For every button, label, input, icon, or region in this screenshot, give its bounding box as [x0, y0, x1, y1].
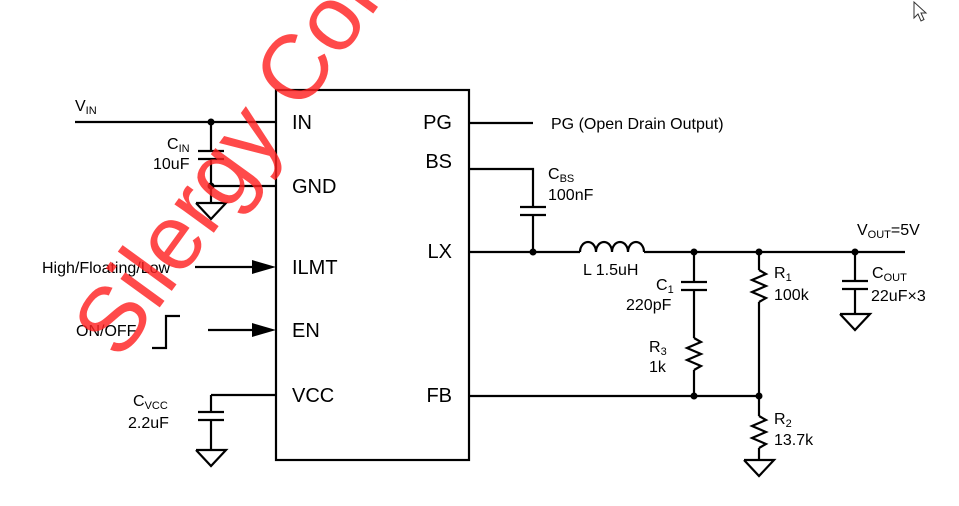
vin-net — [75, 118, 276, 200]
vcc-net — [195, 393, 276, 468]
ilmt-input-label: High/Floating/Low — [42, 260, 171, 277]
vout-label: VOUT=5V — [857, 222, 920, 241]
r2-label: R2 — [774, 411, 792, 430]
cvcc-value: 2.2uF — [128, 415, 169, 432]
cin-value: 10uF — [153, 156, 190, 173]
pin-lx: LX — [428, 241, 452, 263]
bs-net — [469, 167, 546, 252]
ilmt-arrow — [195, 260, 276, 274]
cbs-label: CBS — [548, 166, 574, 185]
cbs-value: 100nF — [548, 187, 594, 204]
r3-value: 1k — [649, 359, 667, 376]
pg-output-label: PG (Open Drain Output) — [551, 116, 724, 133]
r1-label: R1 — [774, 265, 792, 284]
ic-body — [274, 88, 471, 462]
cout-branch — [839, 252, 873, 332]
pin-gnd: GND — [292, 176, 336, 198]
c1-value: 220pF — [626, 297, 672, 314]
cout-label: COUT — [872, 265, 907, 284]
r1-value: 100k — [774, 287, 810, 304]
pin-fb: FB — [426, 385, 452, 407]
pin-vcc: VCC — [292, 385, 334, 407]
c1-r3-branch — [681, 252, 707, 400]
r3-label: R3 — [649, 339, 667, 358]
divider-branch — [469, 252, 777, 478]
cvcc-label: CVCC — [133, 393, 168, 412]
pin-in: IN — [292, 112, 312, 134]
watermark: Silergy Corp — [54, 0, 434, 374]
pin-bs: BS — [425, 151, 452, 173]
r2-value: 13.7k — [774, 432, 814, 449]
mouse-pointer-icon — [913, 0, 928, 22]
en-input-label: ON/OFF — [76, 323, 137, 340]
cout-value: 22uF×3 — [871, 288, 926, 305]
pin-ilmt: ILMT — [292, 257, 338, 279]
ground-icon — [195, 200, 229, 221]
pin-pg: PG — [423, 112, 452, 134]
lx-net — [469, 240, 905, 256]
cin-label: CIN — [167, 136, 190, 155]
en-arrow — [152, 314, 276, 350]
pin-en: EN — [292, 320, 320, 342]
vin-label: VIN — [75, 98, 97, 117]
c1-label: C1 — [656, 277, 674, 296]
inductor-label: L 1.5uH — [583, 262, 638, 279]
